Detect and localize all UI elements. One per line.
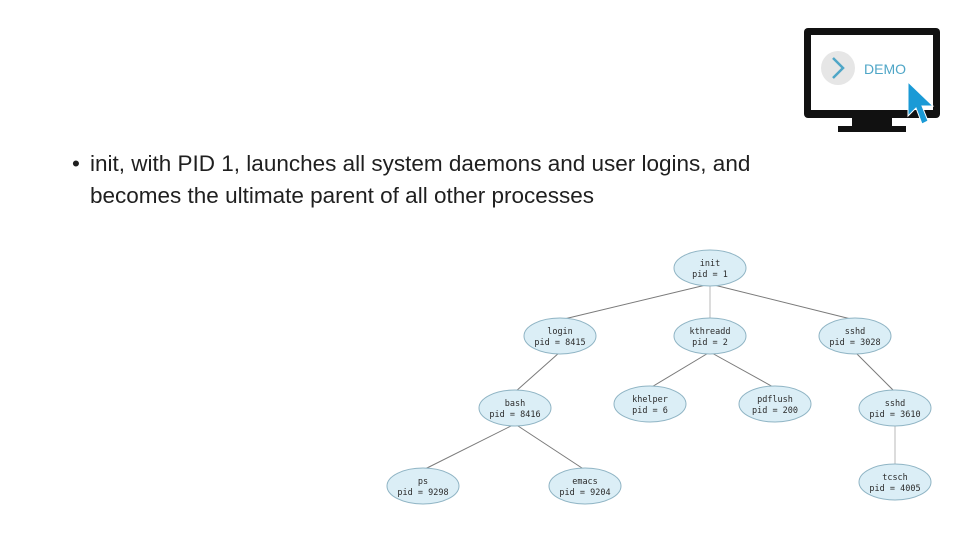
edge-bash-emacs (514, 423, 586, 471)
node-ellipse (386, 467, 460, 505)
node-pid-label: pid = 6 (632, 406, 668, 416)
edge-sshd1-sshd2 (854, 351, 896, 393)
play-circle-icon (821, 51, 855, 85)
node-pid-label: pid = 2 (692, 338, 728, 348)
node-name-label: init (700, 259, 720, 269)
edge-init-login (559, 283, 711, 321)
node-name-label: tcsch (882, 473, 908, 483)
bullet-line-2: becomes the ultimate parent of all other… (72, 180, 852, 212)
node-pid-label: pid = 1 (692, 270, 728, 280)
node-name-label: login (547, 327, 573, 337)
node-ellipse (523, 317, 597, 355)
node-name-label: ps (418, 477, 428, 487)
edge-kthreadd-pdflush (709, 351, 776, 389)
node-pid-label: pid = 9204 (559, 488, 610, 498)
node-ellipse (858, 389, 932, 427)
demo-monitor-icon[interactable]: DEMO (802, 26, 942, 136)
bullet-point: • init, with PID 1, launches all system … (72, 148, 852, 212)
node-pid-label: pid = 4005 (869, 484, 920, 494)
node-ellipse (673, 249, 747, 287)
node-pid-label: pid = 3028 (829, 338, 880, 348)
bullet-text-line-2: becomes the ultimate parent of all other… (90, 183, 595, 208)
chevron-right-icon (832, 57, 845, 79)
node-ellipse (478, 389, 552, 427)
node-name-label: kthreadd (690, 327, 731, 337)
bullet-line-1: • init, with PID 1, launches all system … (72, 148, 852, 180)
node-name-label: pdflush (757, 395, 793, 405)
edge-init-sshd1 (709, 283, 856, 321)
node-ellipse (673, 317, 747, 355)
node-name-label: sshd (885, 399, 905, 409)
node-pid-label: pid = 9298 (397, 488, 448, 498)
node-name-label: sshd (845, 327, 865, 337)
monitor-base (838, 126, 906, 132)
node-pid-label: pid = 8415 (534, 338, 585, 348)
node-ellipse (818, 317, 892, 355)
node-ellipse (858, 463, 932, 501)
cursor-arrow-icon (907, 80, 935, 125)
bullet-text-line-1: init, with PID 1, launches all system da… (90, 151, 751, 176)
node-ellipse (613, 385, 687, 423)
node-pid-label: pid = 3610 (869, 410, 920, 420)
bullet-dot-icon: • (72, 151, 80, 176)
node-pid-label: pid = 8416 (489, 410, 540, 420)
node-name-label: bash (505, 399, 525, 409)
edge-bash-ps (422, 423, 516, 471)
edge-login-bash (514, 351, 561, 393)
node-ellipse (738, 385, 812, 423)
node-ellipse (548, 467, 622, 505)
node-name-label: khelper (632, 395, 668, 405)
demo-label: DEMO (864, 61, 906, 77)
node-pid-label: pid = 200 (752, 406, 798, 416)
monitor-neck (852, 118, 892, 126)
edge-kthreadd-khelper (649, 351, 711, 389)
node-name-label: emacs (572, 477, 598, 487)
